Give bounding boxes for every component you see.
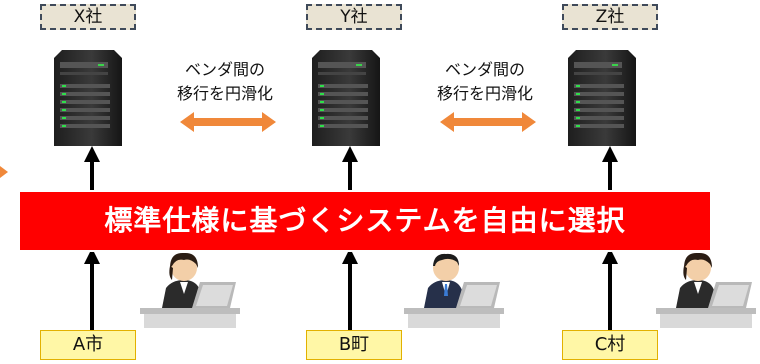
migration-caption-yz-line2: 移行を円滑化 <box>436 84 533 103</box>
vendor-z-label: Z社 <box>562 4 658 30</box>
person-at-laptop-b-icon <box>404 253 504 328</box>
server-y-icon <box>312 50 380 146</box>
server-z-icon <box>568 50 636 146</box>
vendor-x-label: X社 <box>40 4 136 30</box>
municipality-b-label: B町 <box>306 330 402 360</box>
left-edge-arrow-tip-icon <box>0 166 8 178</box>
standard-spec-banner-text: 標準仕様に基づくシステムを自由に選択 <box>104 204 626 237</box>
migration-caption-yz-line1: ベンダ間の <box>444 60 525 79</box>
migration-caption-xy-line2: 移行を円滑化 <box>176 84 273 103</box>
arrow-b-to-band-icon <box>342 248 358 330</box>
arrow-a-to-band-icon <box>84 248 100 330</box>
vendor-y-label: Y社 <box>306 4 402 30</box>
arrow-c-to-band-icon <box>602 248 618 330</box>
migration-caption-yz: ベンダ間の 移行を円滑化 <box>420 58 550 106</box>
person-at-laptop-c-icon <box>656 252 756 328</box>
migration-caption-xy-line1: ベンダ間の <box>184 60 265 79</box>
arrow-band-to-x-icon <box>84 146 100 192</box>
arrow-band-to-z-icon <box>602 146 618 192</box>
migration-caption-xy: ベンダ間の 移行を円滑化 <box>160 58 290 106</box>
standard-spec-banner: 標準仕様に基づくシステムを自由に選択 <box>20 190 710 252</box>
person-at-laptop-a-icon <box>140 252 240 328</box>
arrow-band-to-y-icon <box>342 146 358 192</box>
swap-arrow-yz-icon <box>440 112 536 132</box>
swap-arrow-xy-icon <box>180 112 276 132</box>
municipality-a-label: A市 <box>40 330 136 360</box>
server-x-icon <box>54 50 122 146</box>
municipality-c-label: C村 <box>562 330 658 360</box>
